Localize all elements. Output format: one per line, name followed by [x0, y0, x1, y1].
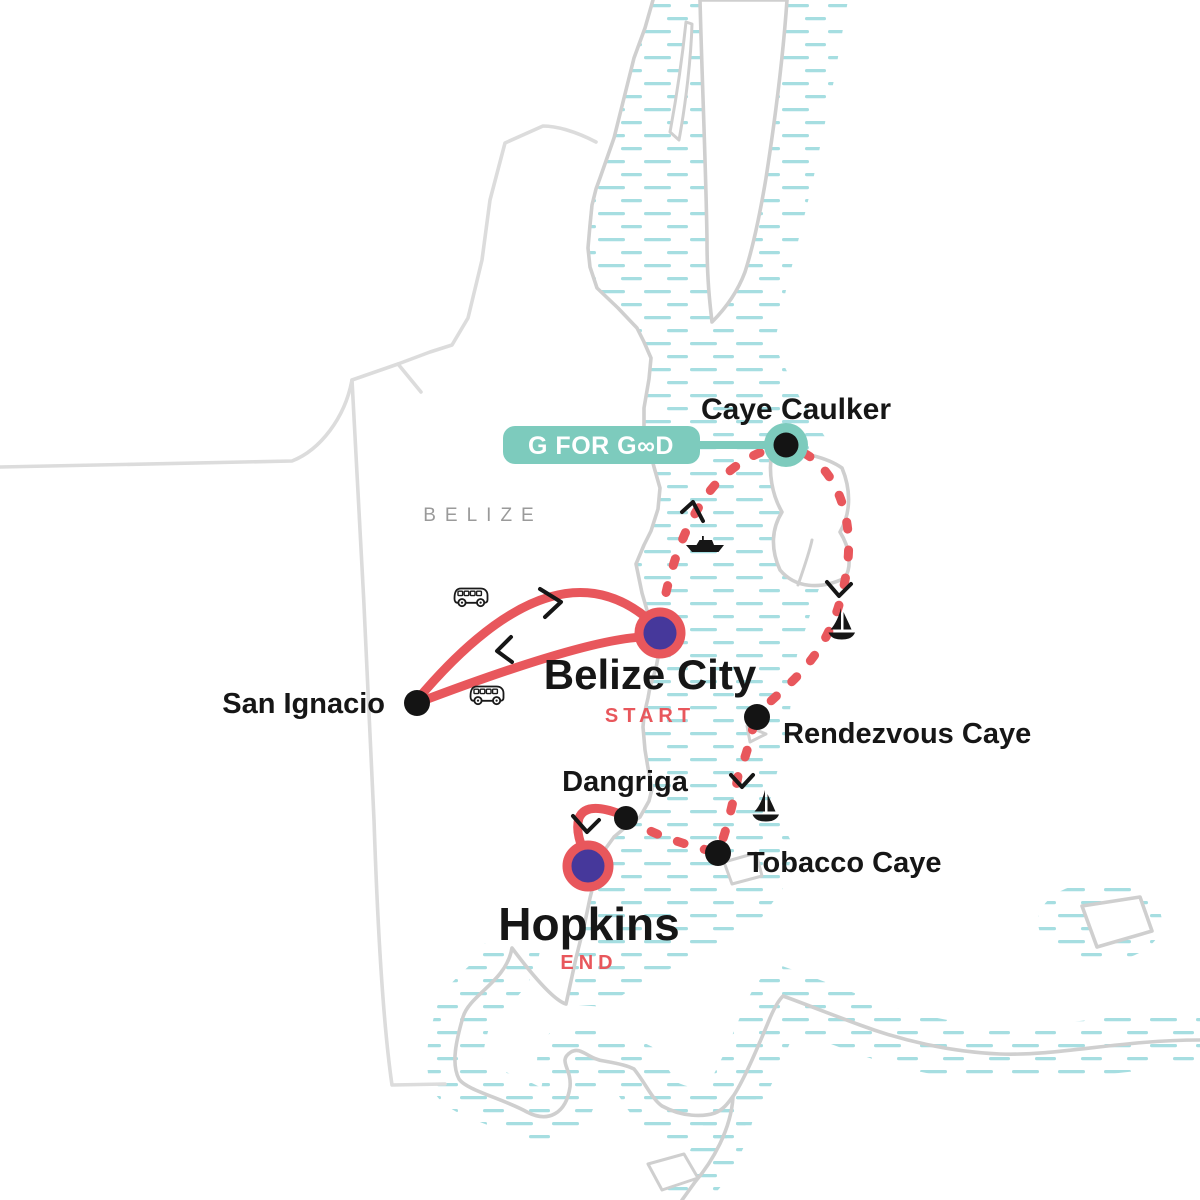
- water-areas: [426, 0, 1200, 1200]
- label-end: END: [560, 952, 617, 974]
- badge-pill: [503, 426, 700, 464]
- direction-arrow-icon: [538, 587, 563, 619]
- label-tobacco-caye: Tobacco Caye: [747, 847, 941, 879]
- marker-san-ignacio: [404, 690, 430, 716]
- water-sea-north: [566, 0, 848, 1007]
- label-start: START: [605, 705, 695, 727]
- label-hopkins: Hopkins: [498, 898, 679, 950]
- country-borders: [0, 124, 598, 1087]
- badge-label: G FOR G∞D: [528, 432, 674, 460]
- border-west: [350, 378, 447, 1087]
- mainland-coast: [453, 0, 1200, 1119]
- marker-hopkins-end: [562, 840, 614, 892]
- marker-dangriga: [614, 806, 638, 830]
- country-label: BELIZE: [423, 505, 542, 526]
- route-belizecity-cayecaulker: [656, 443, 783, 625]
- marker-belize-city-start: [634, 607, 686, 659]
- bottom-islet: [646, 1152, 700, 1192]
- direction-arrows: [495, 500, 853, 834]
- direction-arrow-icon: [495, 635, 514, 664]
- label-dangriga: Dangriga: [562, 766, 689, 798]
- marker-rendezvous-caye: [744, 704, 770, 730]
- lagoon-sliver: [668, 20, 694, 142]
- label-san-ignacio: San Ignacio: [222, 688, 385, 720]
- direction-arrow-icon: [571, 814, 601, 834]
- peninsula: [698, 0, 789, 324]
- route-rendezvous-tobacco: [715, 718, 759, 852]
- direction-arrow-icon: [825, 580, 853, 598]
- label-belize-city: Belize City: [544, 651, 757, 698]
- location-markers: [404, 423, 808, 892]
- tobacco-islet: [722, 851, 764, 886]
- bus-icon: [453, 587, 489, 608]
- southeast-island: [1080, 895, 1154, 949]
- direction-arrow-icon: [729, 773, 755, 789]
- marker-caye-caulker: [764, 423, 808, 467]
- border-spur: [396, 362, 423, 394]
- border-north: [0, 124, 598, 469]
- caye-caulker-split: [796, 538, 814, 587]
- label-caye-caulker: Caye Caulker: [701, 393, 891, 426]
- map-labels: BELIZE Caye Caulker Belize City START Sa…: [222, 393, 1031, 974]
- label-rendezvous-caye: Rendezvous Caye: [783, 718, 1031, 750]
- bus-icon: [469, 685, 505, 706]
- route-cayecaulker-rendezvous: [754, 448, 854, 718]
- marker-tobacco-caye: [705, 840, 731, 866]
- direction-arrow-icon: [680, 500, 705, 523]
- cape-coast: [680, 1095, 735, 1200]
- caye-caulker-island: [768, 449, 851, 588]
